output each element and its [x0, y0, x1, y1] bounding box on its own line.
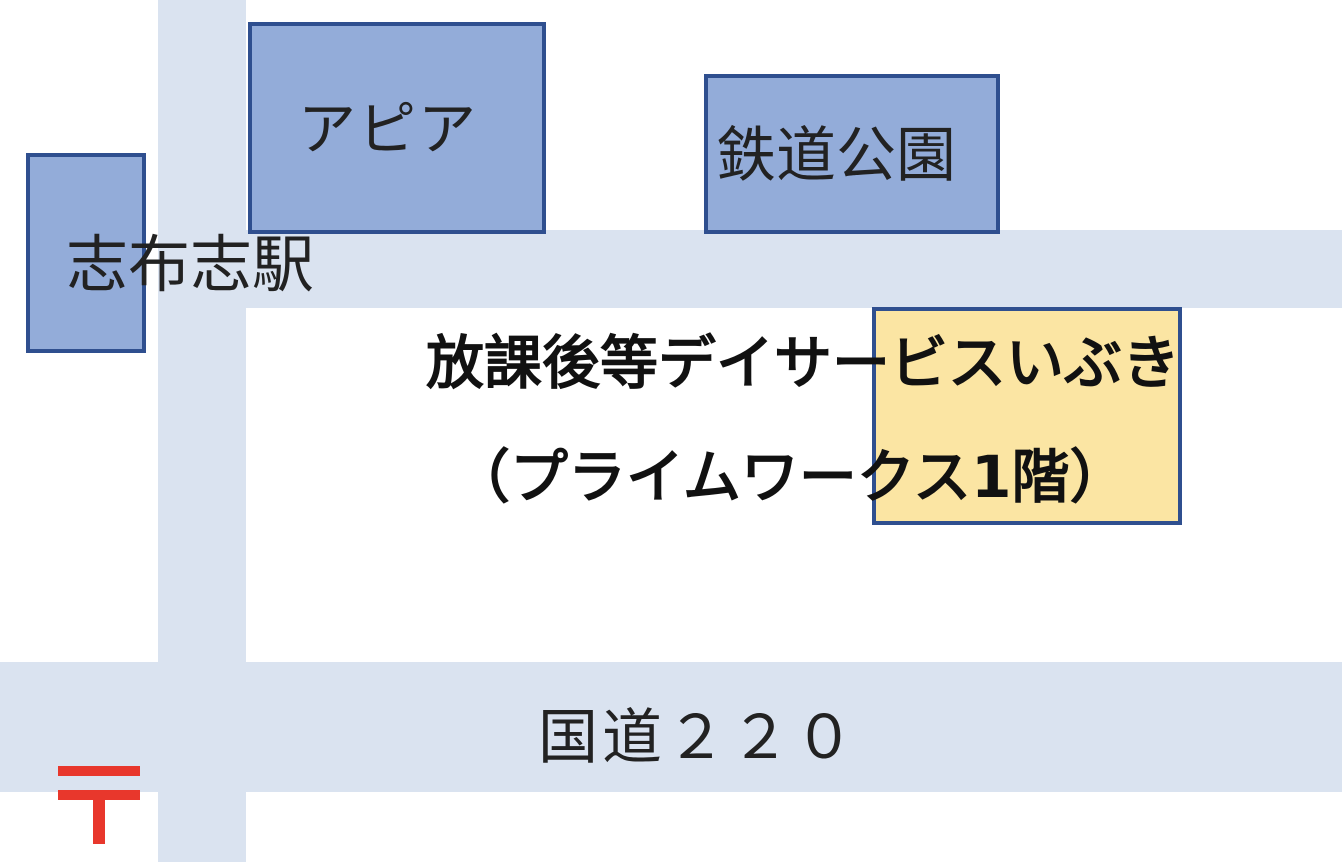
upper-horizontal-road: [246, 230, 1342, 308]
station-label: 志布志駅: [66, 228, 315, 301]
destination-building-label: （プライムワークス1階）: [452, 443, 1128, 511]
apia-label: アピア: [298, 95, 479, 163]
post-office-icon-stem: [93, 790, 105, 844]
apia-block: [248, 22, 546, 234]
station-block: [26, 153, 146, 353]
route-220-road: [0, 662, 1342, 792]
destination-block: [872, 307, 1182, 525]
railway-park-label: 鉄道公園: [716, 121, 956, 191]
destination-name-label: 放課後等デイサービスいぶき: [426, 329, 1181, 397]
post-office-icon: [58, 766, 140, 844]
post-office-icon-top-bar: [58, 766, 140, 776]
railway-park-block: [704, 74, 1000, 234]
route-220-label: 国道２２０: [538, 703, 858, 773]
